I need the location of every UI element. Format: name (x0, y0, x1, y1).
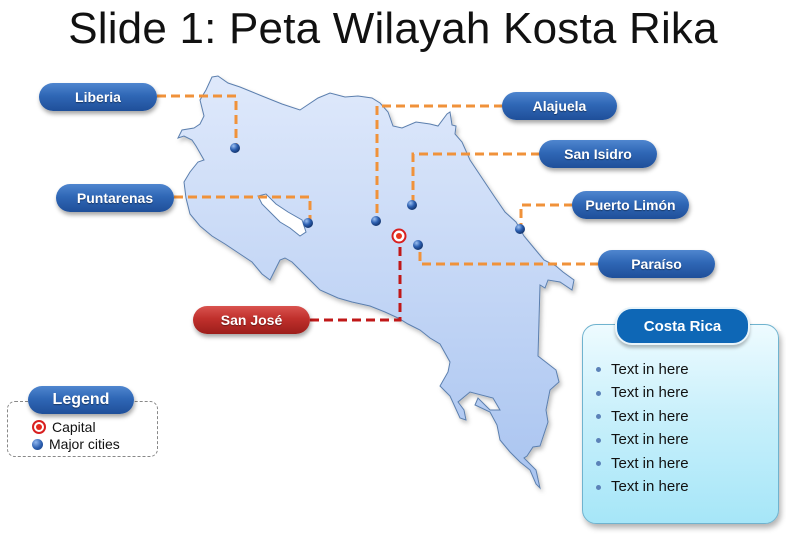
legend-item-major-cities: Major cities (32, 436, 120, 452)
city-dot-icon (303, 218, 313, 228)
city-dot-icon (230, 143, 240, 153)
leader-puntarenas (174, 195, 312, 223)
bullet-icon (596, 484, 601, 490)
leader-san-isidro (411, 152, 540, 204)
gulf-of-nicoya (257, 193, 307, 237)
city-label-puntarenas[interactable]: Puntarenas (56, 184, 174, 212)
city-label-san-isidro[interactable]: San Isidro (539, 140, 657, 168)
city-dot-icon (515, 224, 525, 234)
capital-target-icon (32, 420, 46, 434)
city-dot-icon (413, 240, 423, 250)
bullet-icon (596, 390, 601, 396)
slide-title: Slide 1: Peta Wilayah Kosta Rika (68, 4, 718, 53)
list-item-text: Text in here (611, 407, 689, 425)
city-dot-icon (371, 216, 381, 226)
list-item: Text in here (596, 476, 689, 500)
capital-target-icon (391, 228, 407, 244)
city-label-liberia[interactable]: Liberia (39, 83, 157, 111)
bullet-icon (596, 437, 601, 443)
leader-san-jose (310, 244, 402, 322)
info-panel (582, 324, 779, 524)
country-outline (177, 75, 575, 490)
city-label-puerto-limon[interactable]: Puerto Limón (572, 191, 689, 219)
list-item: Text in here (596, 405, 689, 429)
list-item-text: Text in here (611, 384, 689, 402)
legend-title: Legend (28, 386, 134, 414)
bullet-icon (596, 414, 601, 420)
city-markers (230, 143, 525, 250)
list-item-text: Text in here (611, 454, 689, 472)
city-label-paraiso[interactable]: Paraíso (598, 250, 715, 278)
city-label-alajuela[interactable]: Alajuela (502, 92, 617, 120)
list-item-text: Text in here (611, 478, 689, 496)
leader-liberia (157, 94, 238, 146)
leader-puerto-limon (519, 203, 573, 228)
leader-paraiso (418, 244, 599, 266)
leader-alajuela (375, 104, 503, 220)
list-item: Text in here (596, 382, 689, 406)
city-label-san-jose[interactable]: San José (193, 306, 310, 334)
list-item: Text in here (596, 452, 689, 476)
city-dot-icon (32, 438, 43, 450)
info-panel-title: Costa Rica (615, 307, 750, 345)
legend-label: Capital (52, 419, 96, 435)
legend-label: Major cities (49, 436, 120, 452)
bullet-icon (596, 367, 601, 373)
list-item-text: Text in here (611, 360, 689, 378)
bullet-icon (596, 461, 601, 467)
info-list: Text in here Text in here Text in here T… (596, 358, 689, 499)
list-item: Text in here (596, 429, 689, 453)
list-item-text: Text in here (611, 431, 689, 449)
city-dot-icon (407, 200, 417, 210)
legend-item-capital: Capital (32, 419, 96, 435)
list-item: Text in here (596, 358, 689, 382)
